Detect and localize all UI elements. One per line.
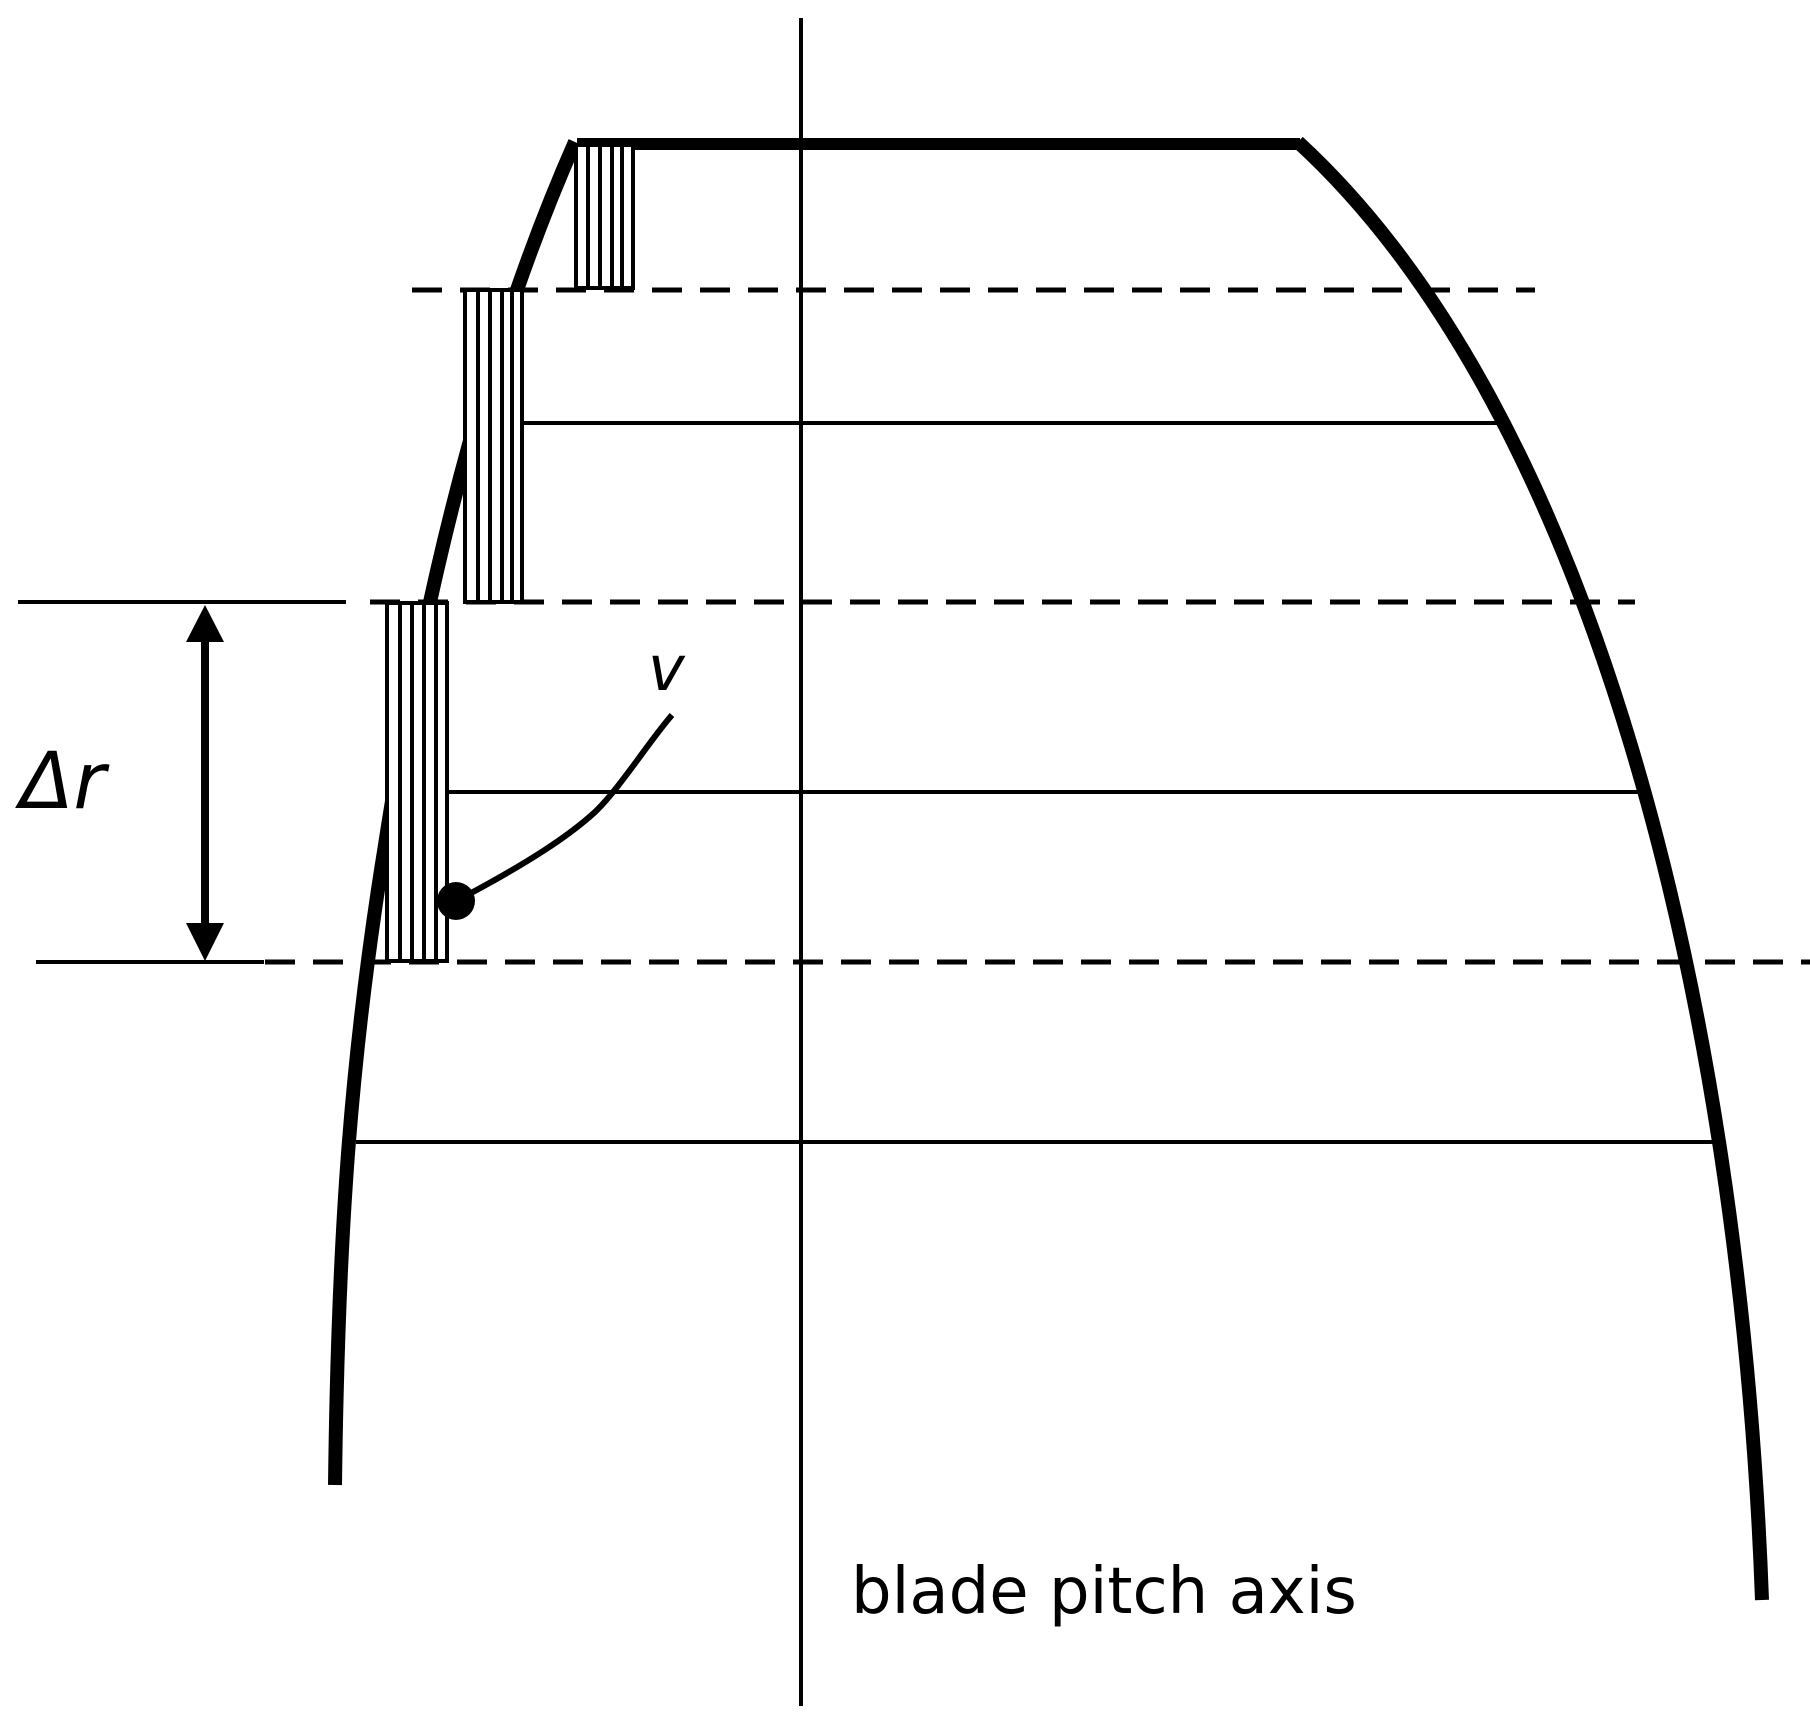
velocity-callout: v bbox=[437, 632, 686, 920]
hatched-strip-top bbox=[574, 143, 635, 290]
element-midlines bbox=[356, 421, 1724, 1144]
velocity-point-dot bbox=[437, 882, 475, 920]
blade-left-edge bbox=[328, 139, 582, 1486]
element-boundaries bbox=[265, 287, 1810, 965]
delta-r-label: Δr bbox=[15, 737, 110, 827]
hatched-strip-bottom bbox=[385, 601, 449, 963]
blade-right-edge bbox=[1293, 136, 1769, 1601]
dimension-arrowhead-down bbox=[186, 923, 224, 961]
pitch-axis-label: blade pitch axis bbox=[851, 1555, 1357, 1629]
velocity-leader-line bbox=[456, 713, 675, 903]
hatched-strip-middle bbox=[463, 288, 524, 604]
velocity-label: v bbox=[648, 632, 686, 705]
dimension-arrowhead-up bbox=[186, 605, 224, 642]
delta-r-dimension: Δr bbox=[15, 600, 346, 964]
blade-outline bbox=[328, 136, 1769, 1601]
